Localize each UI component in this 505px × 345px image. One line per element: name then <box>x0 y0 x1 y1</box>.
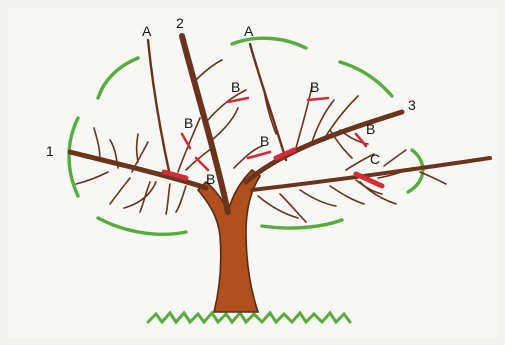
labels: 1 2 3 A A B B B B B B C <box>46 15 416 187</box>
label-2: 2 <box>176 15 184 31</box>
label-1: 1 <box>46 143 54 159</box>
cut-mark <box>354 132 368 148</box>
label-b-right-upper: B <box>310 79 319 95</box>
label-3: 3 <box>408 97 416 113</box>
leader-a-right <box>248 42 288 162</box>
main-limb-3 <box>243 109 405 185</box>
main-limb-1 <box>67 149 209 191</box>
label-b-center: B <box>260 133 269 149</box>
canopy-outline <box>67 36 425 236</box>
label-b-upper-center: B <box>231 79 240 95</box>
cut-mark <box>306 96 330 102</box>
cut-mark <box>273 147 297 161</box>
label-b-right-lower: B <box>366 121 375 137</box>
cut-mark <box>353 171 385 189</box>
main-limb-2 <box>179 33 231 215</box>
label-c: C <box>370 151 380 167</box>
grass <box>146 310 352 325</box>
label-b-left-lower: B <box>206 171 215 187</box>
label-b-left-upper: B <box>184 115 193 131</box>
label-a-right: A <box>244 23 254 39</box>
leader-a-left <box>146 38 172 178</box>
cut-mark <box>246 150 272 160</box>
label-a-left: A <box>142 23 152 39</box>
cut-mark <box>194 156 210 172</box>
cut-mark <box>161 169 189 181</box>
cut-mark <box>180 132 192 150</box>
cut-marks <box>161 96 385 189</box>
right-limb <box>250 156 492 192</box>
cut-mark <box>226 96 250 104</box>
